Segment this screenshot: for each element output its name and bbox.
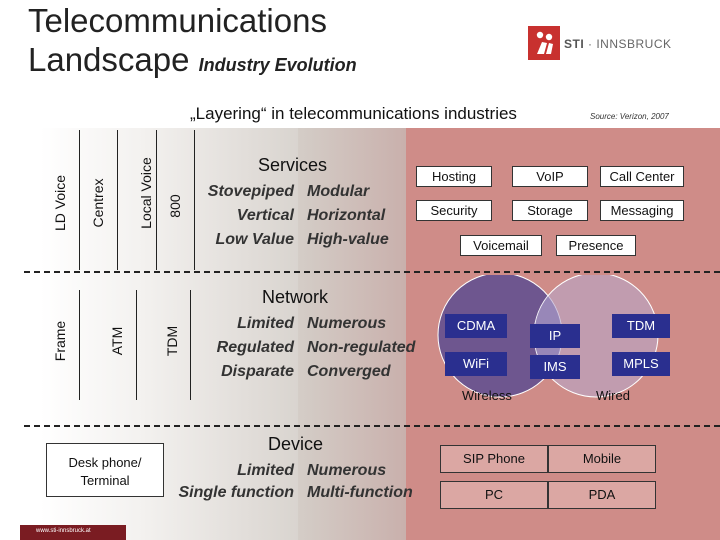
logo-city: INNSBRUCK (596, 37, 672, 51)
services-left-terms: Stovepiped Vertical Low Value (196, 180, 294, 252)
service-box-call-center: Call Center (600, 166, 684, 187)
network-node-cdma: CDMA (445, 314, 507, 338)
divider-line (194, 130, 195, 270)
service-label-local-voice: Local Voice (138, 157, 154, 229)
service-box-hosting: Hosting (416, 166, 492, 187)
services-left-term: Low Value (215, 231, 294, 248)
service-box-storage: Storage (512, 200, 588, 221)
sti-logo-text: STI · INNSBRUCK (564, 37, 672, 51)
footer-bar (20, 525, 126, 540)
divider-line (156, 130, 157, 270)
sti-logo-icon (528, 26, 560, 60)
service-label-800: 800 (167, 194, 183, 218)
logo-separator: · (584, 37, 597, 51)
device-box-pc: PC (440, 481, 548, 509)
service-box-presence: Presence (556, 235, 636, 256)
network-node-wifi: WiFi (445, 352, 507, 376)
network-node-mpls: MPLS (612, 352, 670, 376)
page-title-line1: Telecommunications (28, 2, 327, 39)
network-right-terms: Numerous Non-regulated Converged (307, 312, 415, 384)
service-box-messaging: Messaging (600, 200, 684, 221)
device-left-term: Single function (178, 484, 294, 501)
service-label-ld-voice: LD Voice (52, 174, 68, 232)
service-box-voip: VoIP (512, 166, 588, 187)
device-right-term: Multi-function (307, 484, 413, 501)
network-node-ims: IMS (530, 355, 580, 379)
network-node-tdm: TDM (612, 314, 670, 338)
network-label-tdm: TDM (164, 325, 180, 357)
network-left-term: Disparate (221, 363, 294, 380)
network-heading: Network (262, 287, 329, 307)
services-right-term: Horizontal (307, 207, 386, 224)
network-label-atm: ATM (109, 326, 125, 356)
services-left-term: Vertical (236, 207, 294, 224)
network-node-ip: IP (530, 324, 580, 348)
service-box-security: Security (416, 200, 492, 221)
network-right-term: Numerous (307, 315, 387, 332)
divider-line (79, 290, 80, 400)
services-left-term: Stovepiped (207, 183, 294, 200)
sti-logo: STI · INNSBRUCK (528, 26, 671, 62)
device-box-pda: PDA (548, 481, 656, 509)
page-title-main: Landscape (28, 41, 190, 78)
divider-line (79, 130, 80, 270)
service-label-centrex: Centrex (90, 178, 106, 228)
network-left-terms: Limited Regulated Disparate (196, 312, 294, 384)
services-heading: Services (258, 155, 328, 175)
device-right-terms: Numerous Multi-function (307, 460, 413, 504)
logo-brand: STI (564, 37, 585, 51)
services-right-terms: Modular Horizontal High-value (307, 180, 389, 252)
layering-heading: „Layering“ in telecommunications industr… (190, 104, 517, 123)
device-box-desk-phone: Desk phone/ Terminal (46, 443, 164, 497)
footer-url[interactable]: www.sti-innsbruck.at (36, 528, 91, 534)
layer-separator (24, 425, 720, 427)
divider-line (136, 290, 137, 400)
wired-label: Wired (596, 388, 630, 403)
device-left-term: Limited (237, 462, 294, 479)
device-right-term: Numerous (307, 462, 387, 479)
network-right-term: Converged (307, 363, 391, 380)
background-zone-transition (298, 128, 406, 540)
services-right-term: Modular (307, 183, 370, 200)
divider-line (117, 130, 118, 270)
page-subtitle: Industry Evolution (198, 55, 357, 75)
device-heading: Device (268, 434, 324, 454)
wireless-label: Wireless (462, 388, 512, 403)
layer-separator (24, 271, 720, 273)
device-box-sip-phone: SIP Phone (440, 445, 548, 473)
device-box-mobile: Mobile (548, 445, 656, 473)
network-label-frame: Frame (52, 320, 68, 362)
network-left-term: Limited (237, 315, 294, 332)
network-left-term: Regulated (216, 339, 294, 356)
device-left-terms: Limited Single function (164, 460, 294, 504)
page-title-line2: Landscape Industry Evolution (28, 41, 357, 84)
network-right-term: Non-regulated (307, 339, 416, 356)
service-box-voicemail: Voicemail (460, 235, 542, 256)
services-right-term: High-value (307, 231, 389, 248)
source-note: Source: Verizon, 2007 (590, 112, 669, 121)
divider-line (190, 290, 191, 400)
